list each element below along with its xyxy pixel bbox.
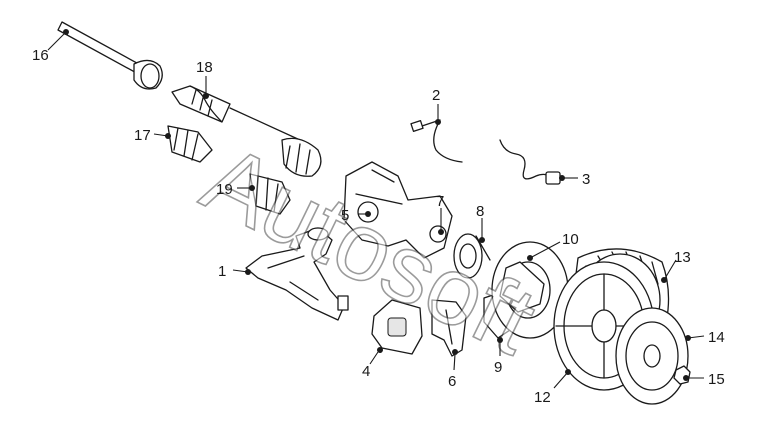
callout-dots	[63, 29, 691, 381]
callout-19: 19	[216, 181, 233, 198]
callout-7: 7	[436, 193, 444, 210]
callout-10: 10	[562, 231, 579, 248]
callout-13: 13	[674, 249, 691, 266]
hub-bearing	[453, 233, 491, 279]
callout-6: 6	[448, 373, 456, 390]
callout-2: 2	[432, 87, 440, 104]
svg-text:Autosoft: Autosoft	[188, 125, 551, 376]
brake-caliper	[371, 299, 423, 355]
callout-8: 8	[476, 203, 484, 220]
drive-shaft	[57, 21, 163, 90]
callout-5: 5	[341, 207, 349, 224]
wheel-cover	[615, 307, 689, 405]
watermark: Autosoft	[187, 124, 552, 376]
callout-1: 1	[218, 263, 226, 280]
callout-9: 9	[494, 359, 502, 376]
callout-14: 14	[708, 329, 725, 346]
callout-17: 17	[134, 127, 151, 144]
callout-18: 18	[196, 59, 213, 76]
callout-4: 4	[362, 363, 370, 380]
callout-15: 15	[708, 371, 725, 388]
sensor-cable-2	[410, 119, 463, 163]
sensor-cable-3	[499, 139, 561, 185]
callout-3: 3	[582, 171, 590, 188]
cv-joint-boot	[171, 85, 322, 177]
callout-labels: 1 2 3 4 5 6 7 8 9 10 12 13 14 15 16 17 1…	[32, 47, 725, 406]
callout-12: 12	[534, 389, 551, 406]
control-arm	[245, 227, 349, 321]
boot-19	[249, 173, 291, 215]
leader-lines	[47, 31, 705, 389]
boot-17	[167, 125, 213, 163]
callout-16: 16	[32, 47, 49, 64]
